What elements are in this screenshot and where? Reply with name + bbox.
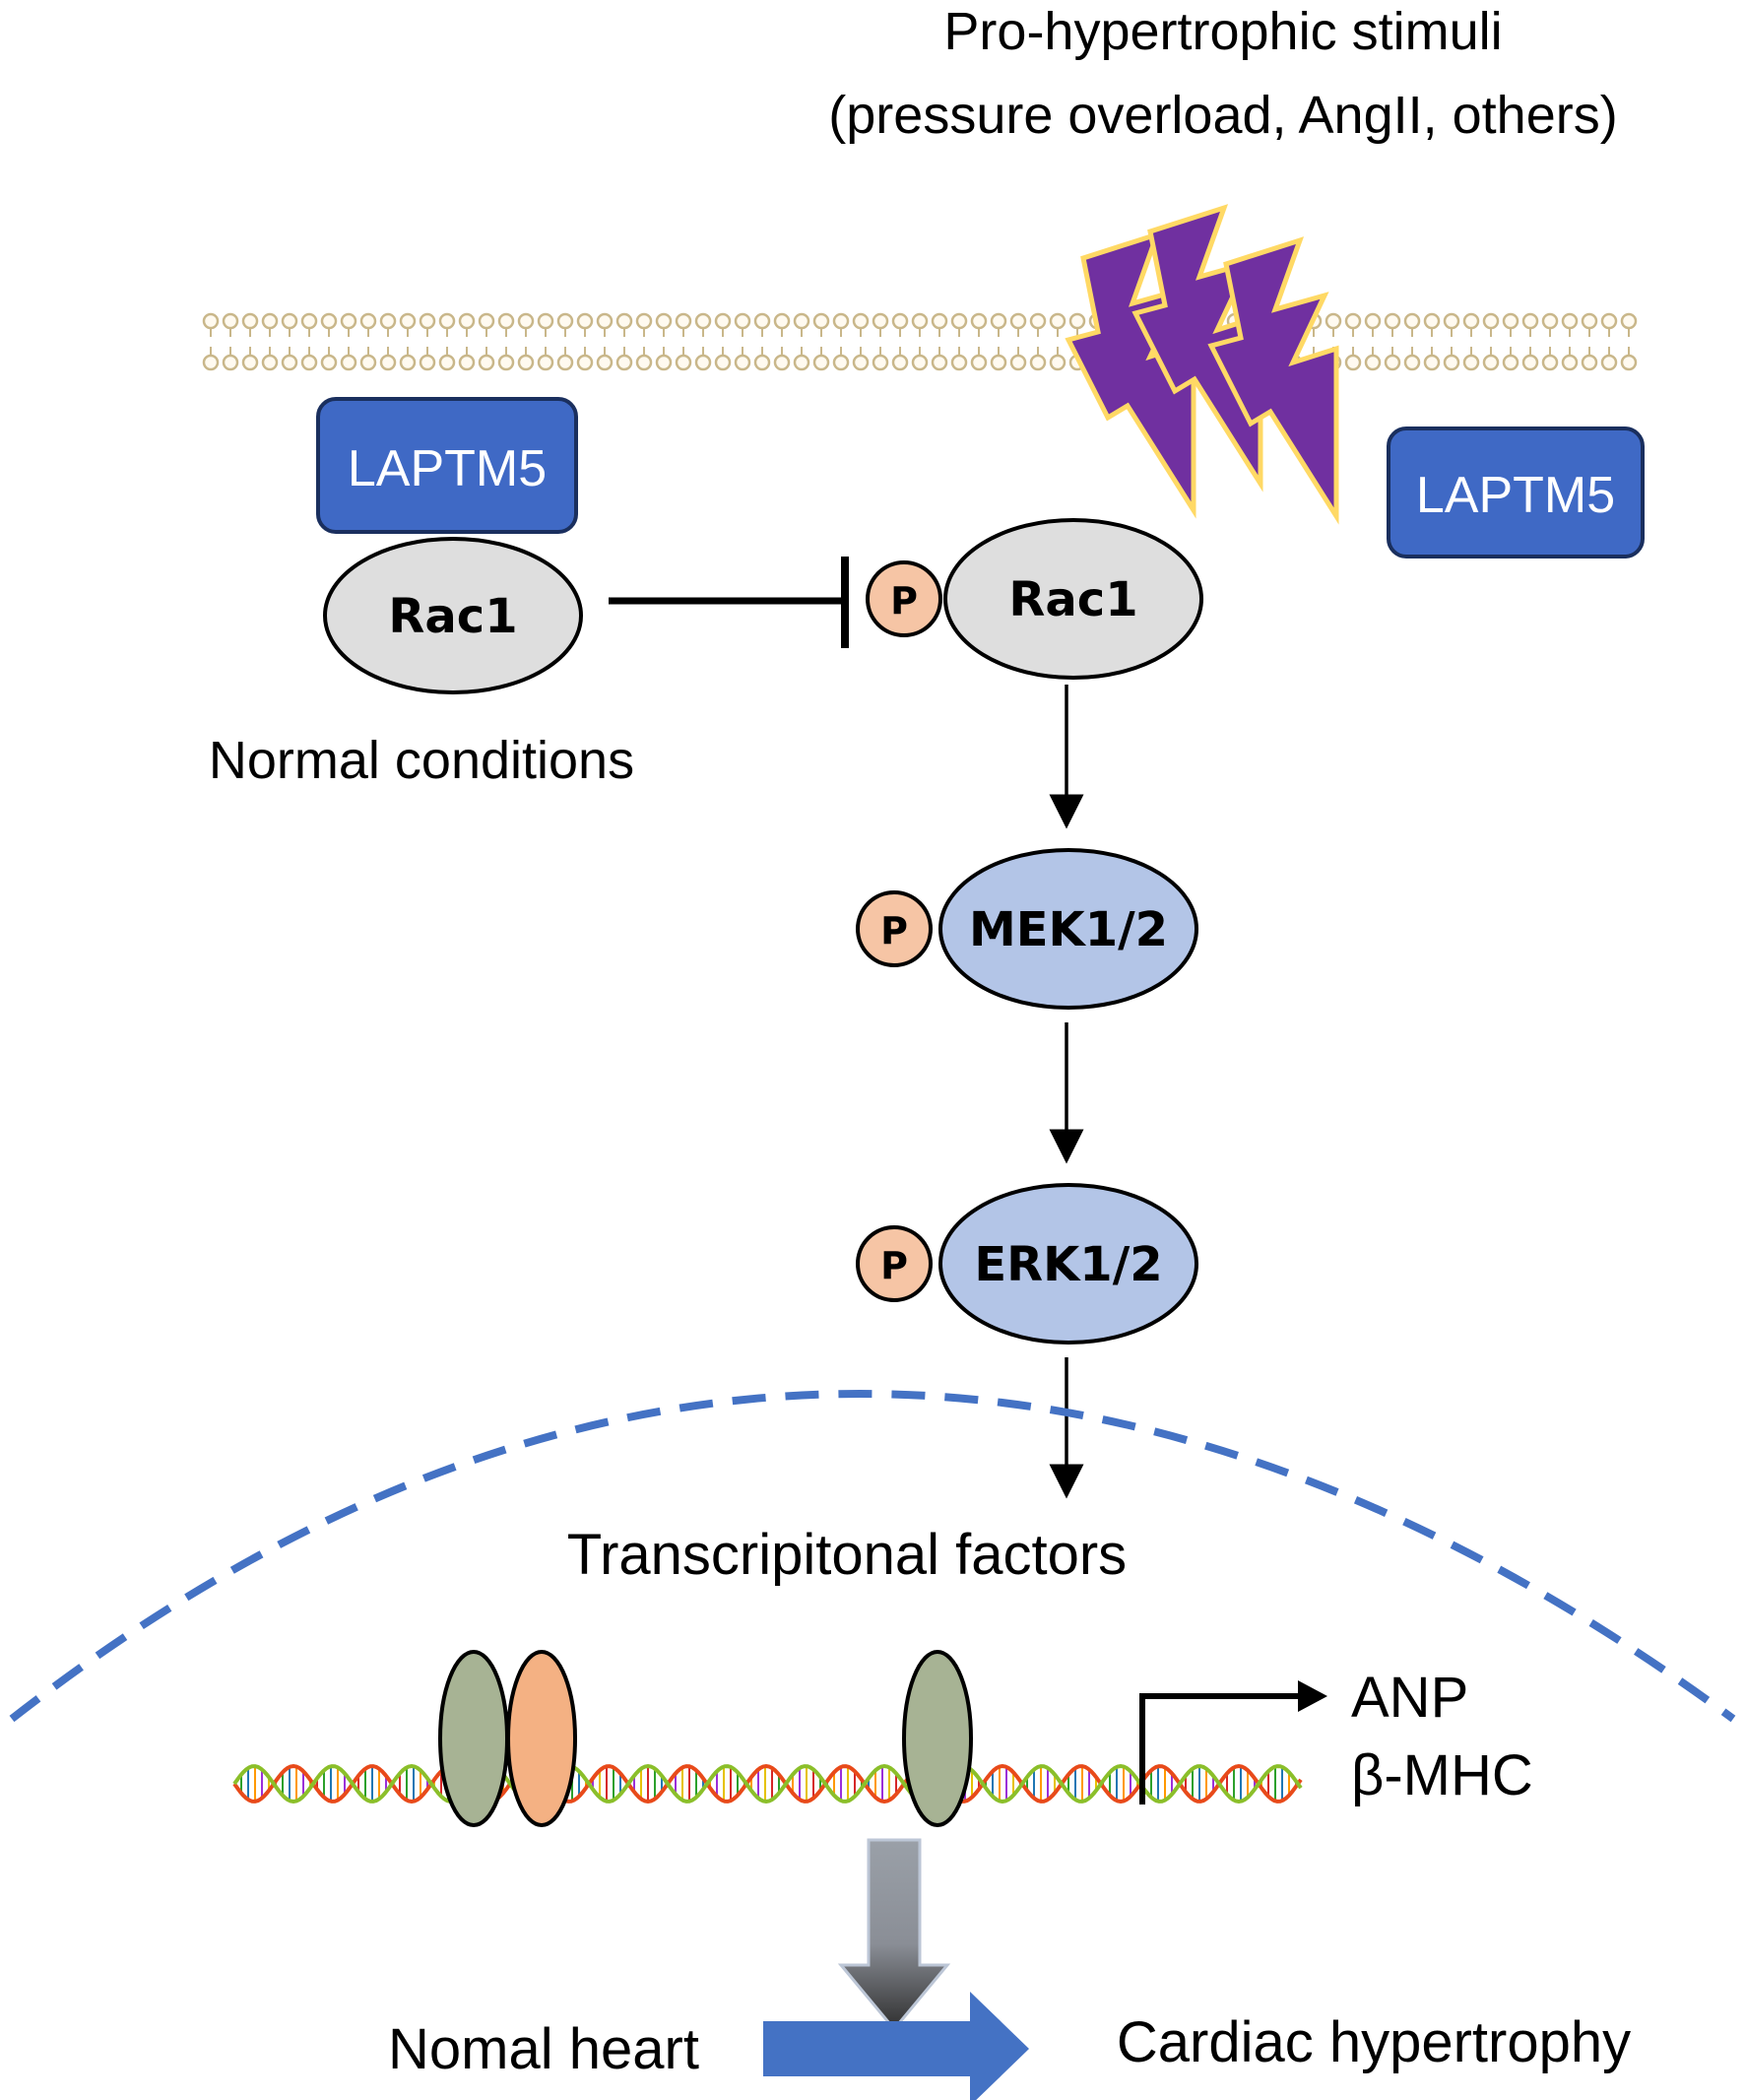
rac1-node-active [943,518,1203,680]
transcription-start-arrowhead [1298,1680,1327,1712]
laptm5-box-right [1387,427,1645,558]
laptm5-label-left: LAPTM5 [348,440,547,497]
nuclear-envelope [9,1390,1736,1723]
cardiac-hypertrophy-label: Cardiac hypertrophy [1117,2010,1631,2074]
lightning-bolts-icon [1065,204,1339,525]
cell-membrane [202,312,1638,371]
phospho-label-mek: P [880,909,908,952]
mek-label: MEK1/2 [969,902,1168,957]
transcription-factors-label: Transcripitonal factors [567,1523,1127,1587]
outcome-arrow [763,1992,1029,2100]
phospho-label-erk: P [880,1244,908,1287]
gene-anp-label: ANP [1351,1666,1468,1730]
stimulus-subtitle: (pressure overload, AngII, others) [828,86,1617,145]
gene-bmhc-label: β-MHC [1351,1743,1533,1807]
phospho-badge-rac1 [866,560,942,637]
lightning-bolt-icon [1207,236,1339,525]
phospho-label-rac1: P [890,579,918,623]
stimulus-title: Pro-hypertrophic stimuli [943,2,1502,61]
erk-label: ERK1/2 [974,1237,1162,1292]
tf-orange [506,1650,577,1827]
mek-node [938,848,1198,1010]
normal-heart-label: Nomal heart [388,2017,699,2081]
rac1-node-left [323,537,583,694]
laptm5-box-left [316,397,578,534]
gray-down-arrow [837,1838,951,2032]
phospho-badge-erk [856,1225,933,1302]
tf-green-2 [902,1650,973,1827]
laptm5-label-right: LAPTM5 [1416,467,1615,524]
rac1-label-left: Rac1 [388,589,517,644]
inhibition-arrow [609,557,849,648]
tf-green-1 [438,1650,509,1827]
dna-helix [232,1763,1303,1805]
rac1-label-active: Rac1 [1008,572,1137,627]
erk-node [938,1183,1198,1345]
normal-conditions-caption: Normal conditions [209,731,634,790]
transcription-start-arrow [1139,1693,1298,1805]
phospho-badge-mek [856,890,933,967]
